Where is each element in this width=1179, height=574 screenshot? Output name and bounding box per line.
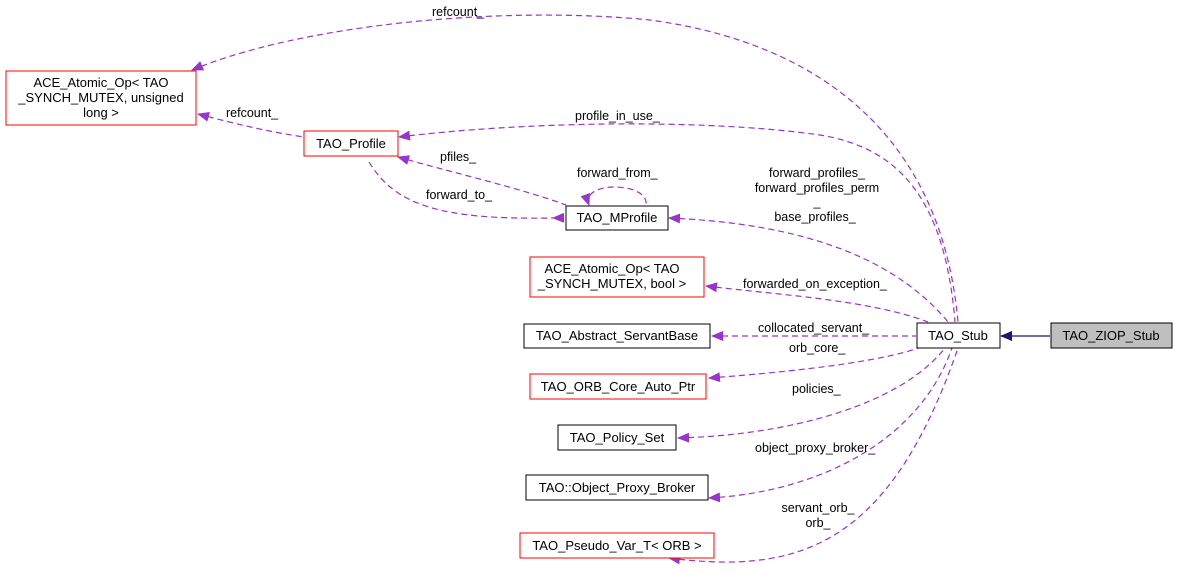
edge-forward-to (368, 161, 565, 223)
node-label: TAO_Abstract_ServantBase (536, 328, 698, 343)
node-label: ACE_Atomic_Op< TAO (34, 75, 169, 90)
edge-profile-in-use (398, 123, 956, 323)
edge-label-forward-profiles-perm: forward_profiles_perm (755, 181, 879, 195)
edge-label-forward-profiles: forward_profiles_ (769, 166, 866, 180)
edge-labels: refcount_ refcount_ profile_in_use_ pfil… (226, 5, 888, 530)
edge-pfiles (397, 155, 567, 206)
node-label: long > (83, 105, 119, 120)
node-label: TAO::Object_Proxy_Broker (539, 480, 696, 495)
edge-object-proxy-broker (708, 347, 953, 503)
edge-profile-refcount (197, 111, 305, 138)
edge-servant-orb (668, 347, 959, 565)
edge-label-underscore: _ (813, 195, 822, 209)
edge-label-policies: policies_ (792, 382, 842, 396)
edge-label-object-proxy-broker: object_proxy_broker_ (755, 441, 876, 455)
node-label: TAO_Policy_Set (570, 430, 665, 445)
node-label: TAO_Pseudo_Var_T< ORB > (532, 538, 701, 553)
node-label: _SYNCH_MUTEX, bool > (537, 276, 686, 291)
edges (191, 14, 1050, 565)
edge-label-profile-in-use: profile_in_use_ (575, 109, 661, 123)
edge-label-forward-from: forward_from_ (577, 166, 659, 180)
node-tao-object-proxy-broker[interactable]: TAO::Object_Proxy_Broker (525, 474, 709, 501)
node-tao-orb-core-auto-ptr[interactable]: TAO_ORB_Core_Auto_Ptr (529, 373, 707, 400)
node-tao-profile[interactable]: TAO_Profile (303, 130, 399, 157)
edge-label-stub-refcount: refcount_ (432, 5, 485, 19)
node-tao-pseudo-var-t[interactable]: TAO_Pseudo_Var_T< ORB > (519, 532, 715, 559)
edge-policies (677, 347, 946, 443)
node-label: TAO_MProfile (577, 210, 658, 225)
edge-label-forward-to: forward_to_ (426, 188, 493, 202)
node-label: TAO_Profile (316, 136, 386, 151)
edge-label-profile-refcount: refcount_ (226, 106, 279, 120)
node-tao-ziop-stub[interactable]: TAO_ZIOP_Stub (1050, 322, 1173, 349)
edge-forwarded-on-exception (705, 282, 929, 323)
node-label: TAO_ORB_Core_Auto_Ptr (541, 379, 696, 394)
edge-stub-refcount (191, 14, 959, 323)
node-tao-mprofile[interactable]: TAO_MProfile (565, 205, 669, 231)
edge-label-orb: orb_ (805, 516, 831, 530)
node-tao-policy-set[interactable]: TAO_Policy_Set (557, 424, 677, 451)
edge-label-pfiles: pfiles_ (440, 150, 477, 164)
edge-label-servant-orb: servant_orb_ (782, 501, 856, 515)
node-label: TAO_ZIOP_Stub (1062, 328, 1159, 343)
edge-label-orb-core: orb_core_ (789, 341, 846, 355)
node-tao-stub[interactable]: TAO_Stub (916, 322, 1001, 349)
edge-mprofile-from-stub (668, 213, 949, 323)
node-label: _SYNCH_MUTEX, unsigned (17, 90, 183, 105)
edge-label-base-profiles: base_profiles_ (774, 210, 856, 224)
edge-orb-core (708, 347, 919, 383)
node-label: TAO_Stub (928, 328, 988, 343)
node-tao-abstract-servantbase[interactable]: TAO_Abstract_ServantBase (523, 323, 711, 349)
edge-forward-from (580, 186, 647, 206)
edge-label-forwarded-on-exception: forwarded_on_exception_ (743, 277, 888, 291)
node-ace-atomic-op-bool[interactable]: ACE_Atomic_Op< TAO _SYNCH_MUTEX, bool > (529, 256, 705, 298)
nodes: ACE_Atomic_Op< TAO _SYNCH_MUTEX, unsigne… (5, 70, 1173, 559)
node-label: ACE_Atomic_Op< TAO (545, 261, 680, 276)
edge-label-collocated-servant: collocated_servant_ (758, 321, 870, 335)
node-ace-atomic-op-ulong[interactable]: ACE_Atomic_Op< TAO _SYNCH_MUTEX, unsigne… (5, 70, 197, 126)
